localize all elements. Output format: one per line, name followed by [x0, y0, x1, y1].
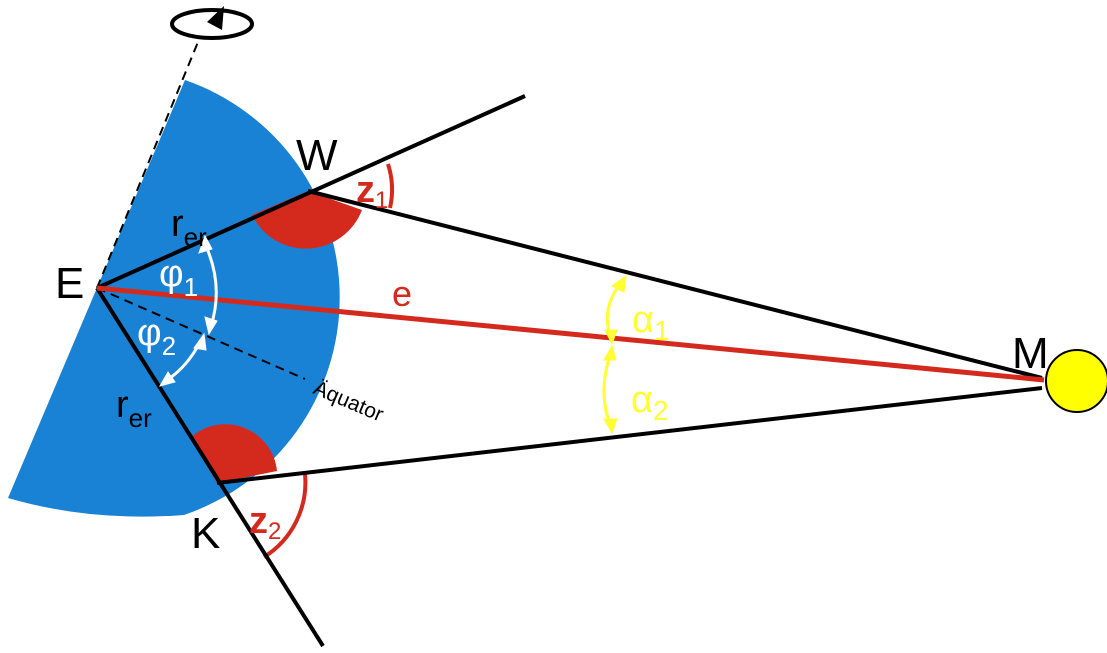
sightline-w-moon [307, 189, 1043, 380]
latitude-arrow-2 [158, 332, 207, 387]
label-zenith-2: z2 [249, 500, 281, 545]
label-distance-e: e [392, 273, 412, 314]
label-zenith-1: z1 [356, 169, 388, 214]
rotation-arrow-icon [170, 6, 254, 40]
zenith-angle-arc-w [386, 163, 394, 209]
equator-line [96, 287, 306, 380]
distance-line [96, 285, 1045, 383]
sightline-k-moon [216, 386, 1043, 485]
label-latitude-2: φ2 [137, 312, 176, 361]
latitude-arrow-1 [198, 234, 218, 336]
label-parallax-1: α1 [632, 299, 670, 346]
parallax-arrow-2 [602, 344, 618, 435]
label-radius-w: rer [171, 203, 207, 252]
moon [1045, 349, 1107, 413]
radius-line-k [95, 286, 325, 648]
label-moon: M [1012, 329, 1049, 378]
zenith-angle-arc-k [262, 473, 308, 559]
label-latitude-1: φ1 [159, 253, 198, 302]
label-equator: Äquator [310, 376, 387, 426]
parallax-arrow-1 [604, 274, 627, 346]
earth-section [8, 80, 340, 517]
label-w: W [296, 131, 338, 180]
label-e-earth-center: E [55, 259, 84, 308]
label-k: K [191, 509, 220, 558]
label-parallax-2: α2 [631, 379, 669, 426]
label-radius-k: rer [116, 384, 152, 433]
